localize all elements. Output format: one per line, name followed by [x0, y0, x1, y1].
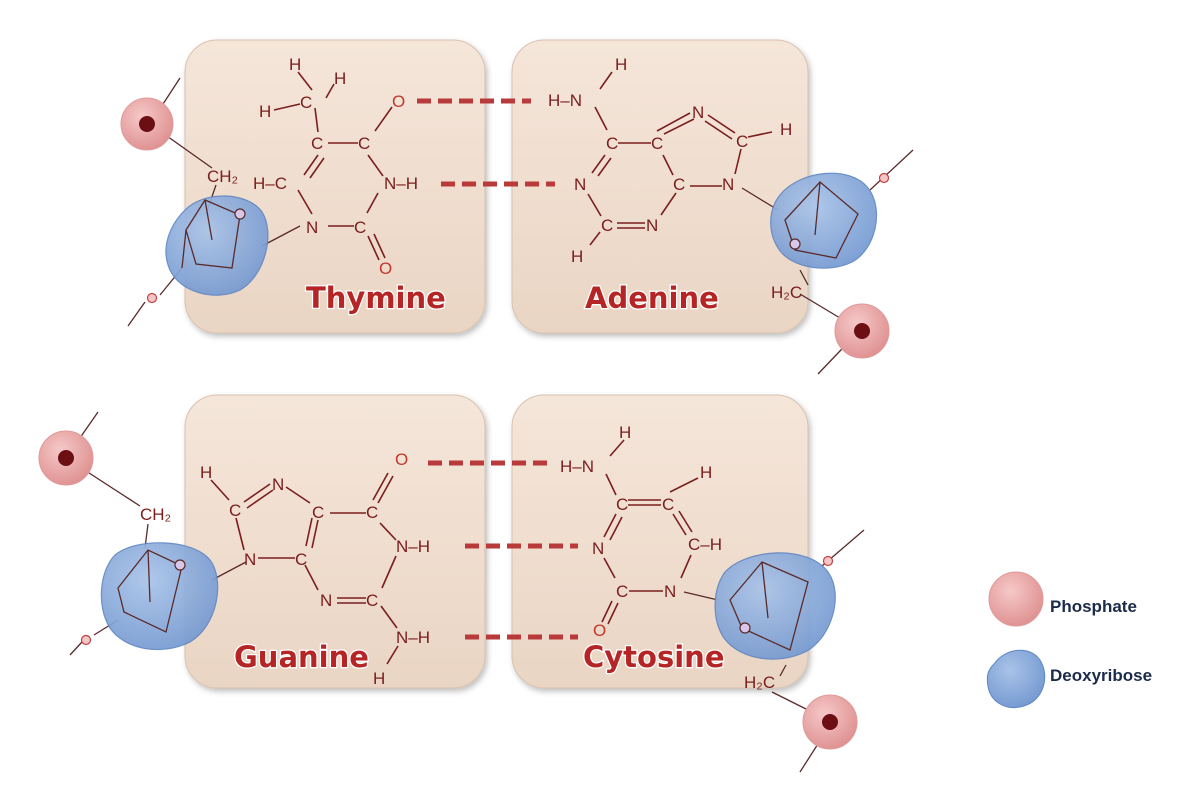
phosphate-icon: [38, 430, 94, 486]
atom: H–N: [560, 457, 594, 476]
thymine-backbone: [120, 77, 301, 327]
atom: H–N: [548, 91, 582, 110]
cytosine-label: Cytosine: [583, 640, 725, 674]
atom: N: [320, 591, 332, 610]
atom: H: [571, 247, 583, 266]
atom: C: [300, 93, 312, 112]
atom: N: [692, 103, 704, 122]
atom: N: [646, 216, 658, 235]
phosphate-icon: [802, 694, 858, 750]
phosphate-legend-icon: [988, 571, 1044, 627]
atom: C: [295, 550, 307, 569]
atom: H₂C: [744, 673, 775, 692]
atom: CH₂: [140, 505, 171, 524]
deoxyribose-icon: [165, 195, 269, 296]
atom: H: [259, 102, 271, 121]
atom: H: [373, 669, 385, 688]
atom: C: [354, 218, 366, 237]
atom: N: [272, 475, 284, 494]
atom: C: [358, 134, 370, 153]
atom: C: [312, 503, 324, 522]
atom: H: [619, 423, 631, 442]
deoxyribose-legend-icon: [986, 649, 1046, 708]
legend: Phosphate Deoxyribose: [986, 571, 1152, 708]
adenine-structure: H H–N C C N C H N C N C N H H₂C: [548, 55, 802, 302]
atom: N: [592, 539, 604, 558]
atom: O: [593, 621, 606, 640]
atom: C: [651, 134, 663, 153]
atom: H–C: [253, 174, 287, 193]
atom: C: [662, 495, 674, 514]
deoxyribose-icon: [100, 542, 219, 651]
atom: O: [395, 450, 408, 469]
atom: C: [311, 134, 323, 153]
atom: H: [200, 463, 212, 482]
atom: C: [606, 134, 618, 153]
atom: O: [379, 259, 392, 278]
atom: C: [366, 591, 378, 610]
atom: H: [289, 55, 301, 74]
guanine-backbone: [38, 411, 247, 656]
atom: C: [616, 495, 628, 514]
atom: CH₂: [207, 167, 238, 186]
atom: C: [229, 501, 241, 520]
atom: H₂C: [771, 283, 802, 302]
atom: N: [244, 550, 256, 569]
thymine-label: Thymine: [306, 281, 446, 315]
atom: C: [366, 503, 378, 522]
atom: H: [780, 120, 792, 139]
atom: N: [722, 175, 734, 194]
atom: N–H: [384, 174, 418, 193]
legend-phosphate-label: Phosphate: [1050, 597, 1137, 616]
atom: C: [616, 582, 628, 601]
atom: H: [334, 69, 346, 88]
atom: H: [615, 55, 627, 74]
atom: N: [664, 582, 676, 601]
phosphate-icon: [834, 303, 890, 359]
atom: O: [392, 92, 405, 111]
guanine-label: Guanine: [234, 640, 369, 674]
atom: C: [601, 216, 613, 235]
thymine-structure: H H H C C C O H–C N–H N C O CH₂: [207, 55, 418, 278]
phosphate-icon: [120, 97, 174, 151]
atom: N: [306, 218, 318, 237]
atom: H: [700, 463, 712, 482]
legend-deoxyribose-label: Deoxyribose: [1050, 666, 1152, 685]
atom: C–H: [688, 535, 722, 554]
cytosine-backbone: [683, 529, 865, 773]
guanine-panel: [184, 394, 486, 689]
atom: C: [736, 132, 748, 151]
guanine-structure: H N C C C O N C N–H N C N–H H CH₂: [140, 450, 430, 688]
atom: C: [673, 175, 685, 194]
adenine-label: Adenine: [585, 281, 719, 315]
atom: N: [574, 175, 586, 194]
adenine-backbone: [741, 149, 914, 375]
atom: N–H: [396, 628, 430, 647]
cytosine-structure: H H–N H C C N C–H C N O H₂C: [560, 423, 775, 692]
atom: N–H: [396, 537, 430, 556]
